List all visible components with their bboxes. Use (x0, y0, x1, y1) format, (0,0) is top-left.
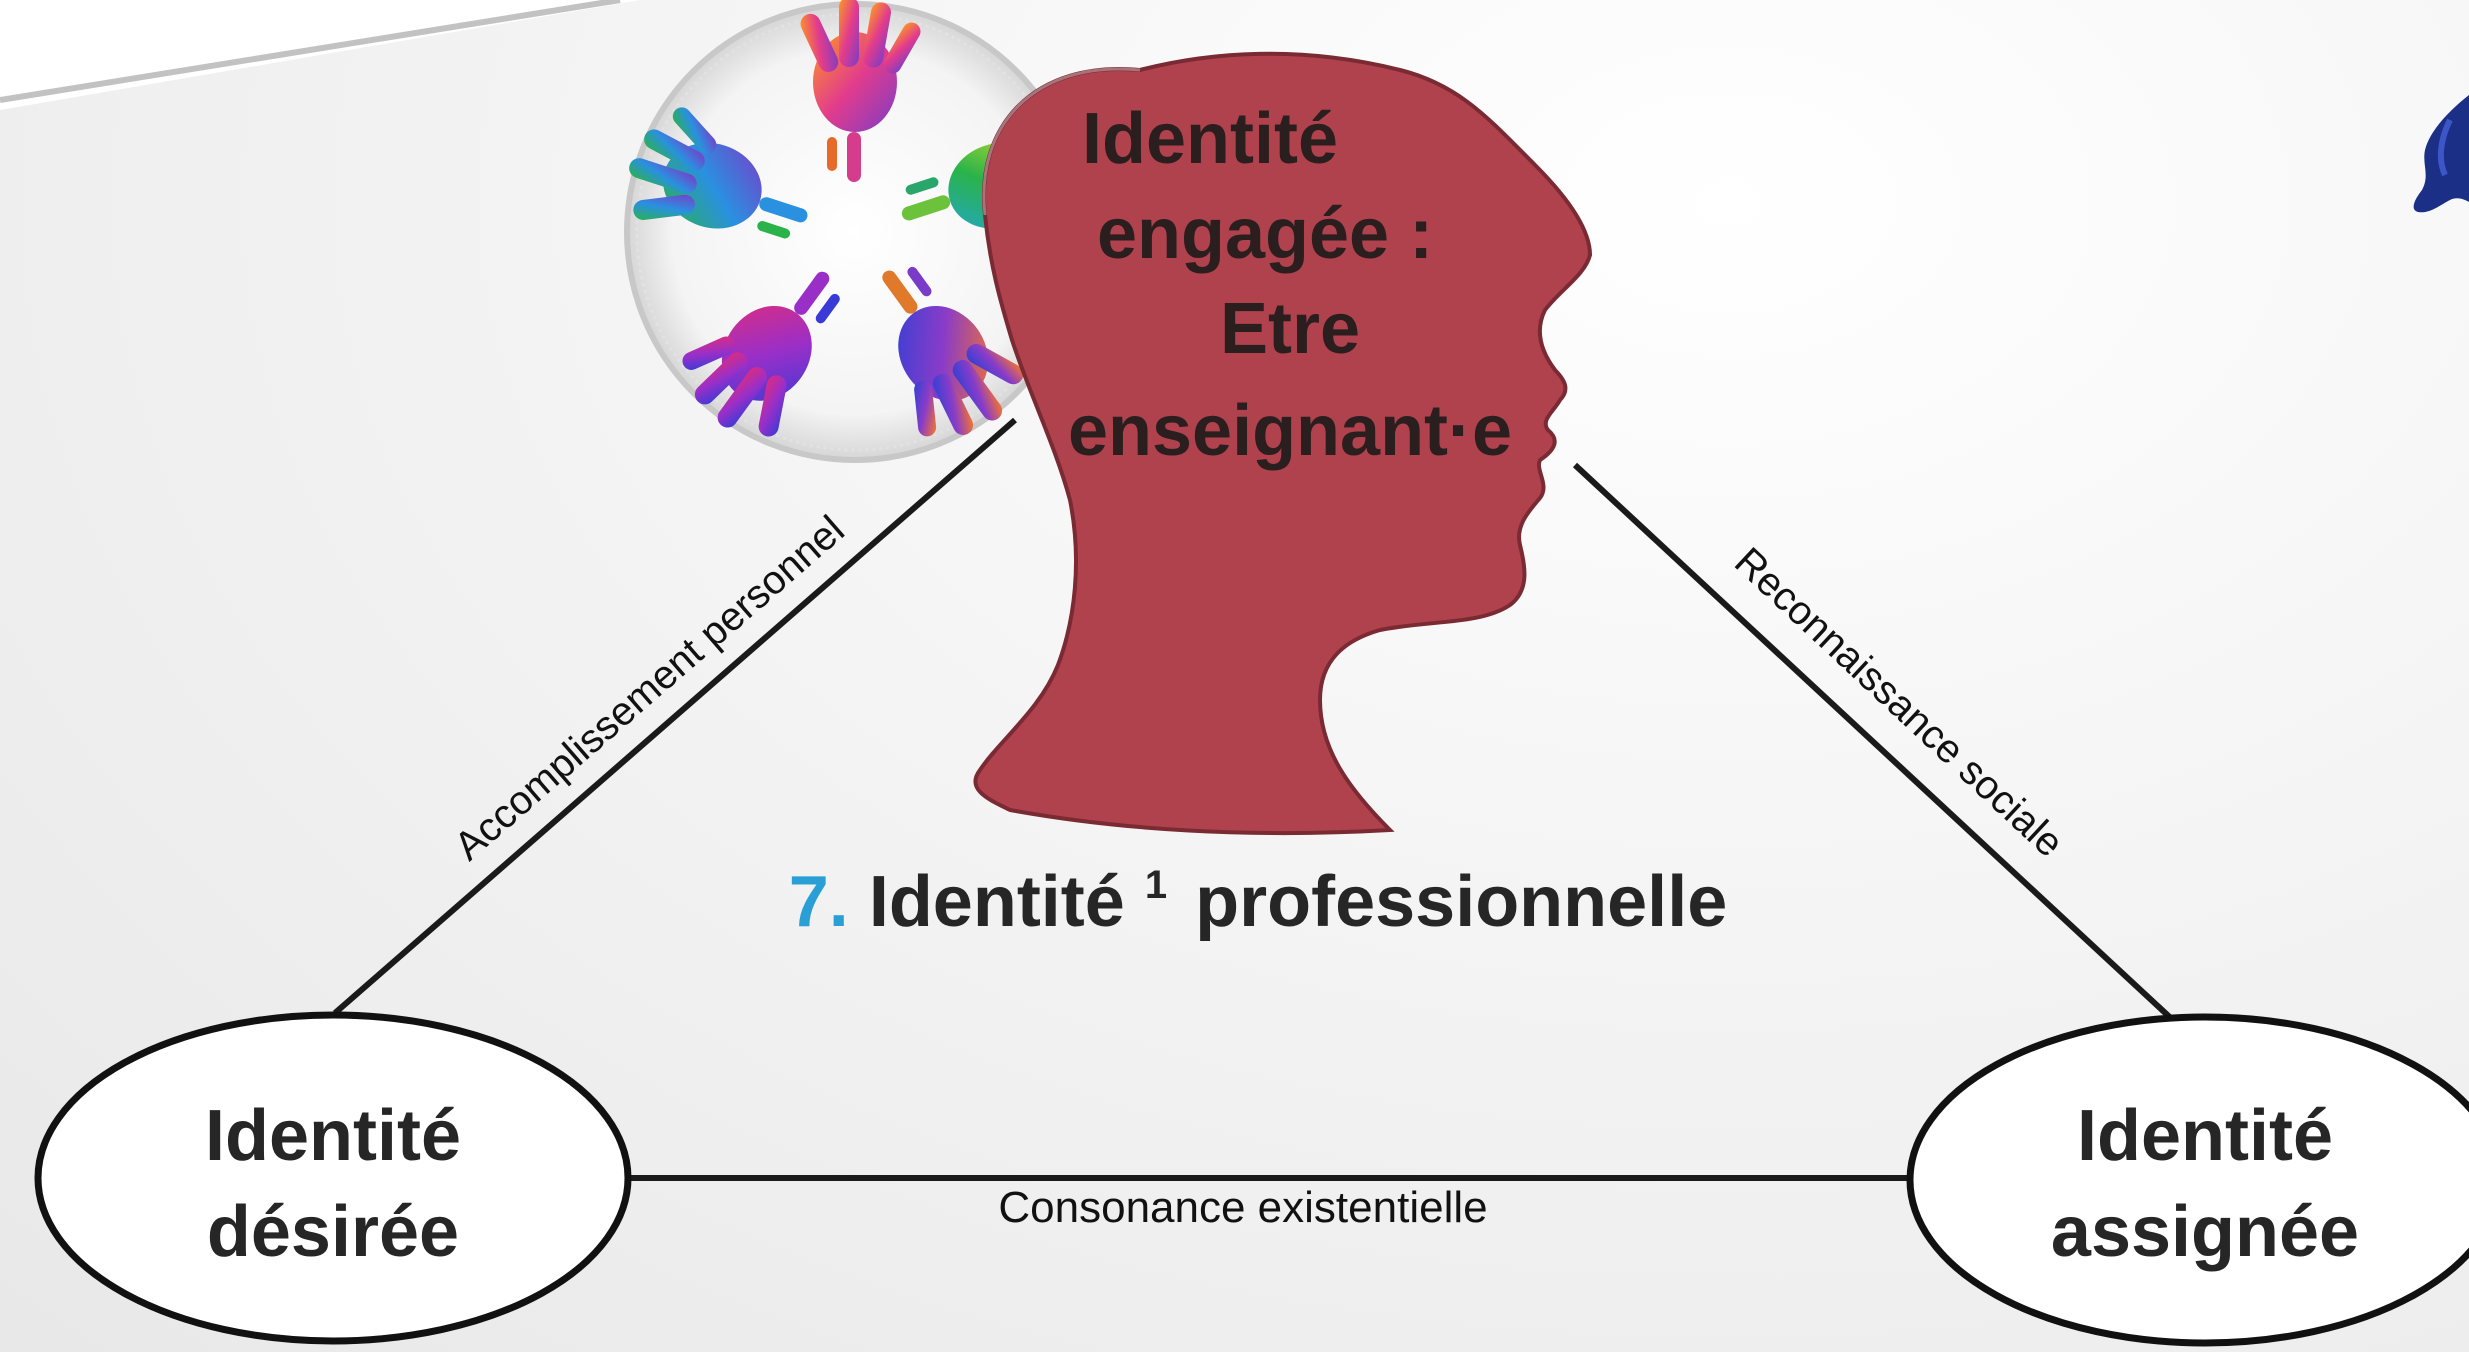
head-line-2: engagée : (1097, 194, 1433, 274)
title-suffix: professionnelle (1195, 862, 1727, 942)
node-identite-assignee: Identité assignée (1906, 1013, 2469, 1347)
paper-fold-shadow (0, 0, 640, 110)
title-number: 7. (789, 862, 849, 942)
title-text: Identité (869, 862, 1125, 942)
head-line-3: Etre (1220, 289, 1360, 369)
title-superscript: 1 (1145, 863, 1167, 907)
edge-right-label: Reconnaissance sociale (1726, 539, 2071, 865)
left-node-line-1: Identité (205, 1096, 461, 1176)
blue-figure-icon (2413, 95, 2469, 213)
diagram-title: 7. Identité 1 professionnelle (789, 834, 1727, 942)
left-node-line-2: désirée (207, 1192, 459, 1272)
paper-fold-edge (0, 0, 621, 103)
node-identite-desiree: Identité désirée (34, 1011, 632, 1345)
edge-left-label: Accomplissement personnel (446, 507, 852, 868)
head-line-1: Identité (1082, 99, 1338, 179)
edge-left-line (333, 417, 1017, 1016)
right-node-line-1: Identité (2077, 1096, 2333, 1176)
right-node-line-2: assignée (2051, 1192, 2359, 1272)
head-silhouette (973, 51, 1593, 836)
edge-base-label: Consonance existentielle (998, 1183, 1487, 1232)
edge-right-line (1572, 462, 2178, 1025)
head-line-4: enseignant·e (1068, 391, 1512, 471)
